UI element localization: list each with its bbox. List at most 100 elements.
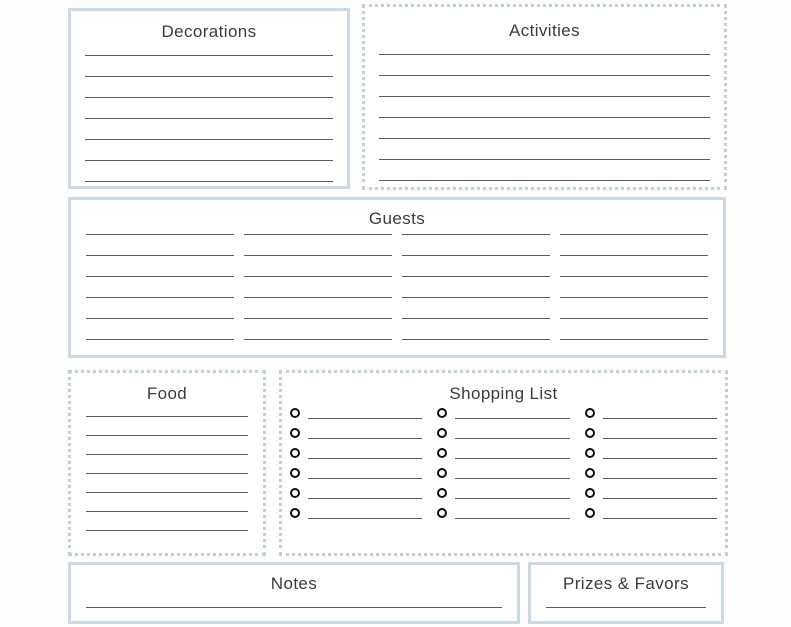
write-line[interactable] bbox=[455, 478, 570, 479]
checkbox-circle-icon[interactable] bbox=[584, 488, 595, 498]
write-line[interactable] bbox=[402, 318, 550, 319]
write-line[interactable] bbox=[86, 473, 248, 474]
write-line[interactable] bbox=[560, 276, 708, 277]
write-line[interactable] bbox=[244, 297, 392, 298]
write-line[interactable] bbox=[455, 458, 570, 459]
write-line[interactable] bbox=[308, 458, 423, 459]
write-line[interactable] bbox=[86, 511, 248, 512]
shopping-list-item bbox=[584, 507, 717, 527]
checkbox-circle-icon[interactable] bbox=[437, 428, 448, 438]
activities-title: Activities bbox=[508, 21, 581, 40]
write-line[interactable] bbox=[86, 297, 234, 298]
checkbox-circle-icon[interactable] bbox=[584, 448, 595, 458]
food-write-lines bbox=[86, 416, 248, 549]
checkbox-circle-icon[interactable] bbox=[437, 468, 448, 478]
write-line[interactable] bbox=[602, 478, 717, 479]
write-line[interactable] bbox=[308, 518, 423, 519]
checkbox-circle-icon[interactable] bbox=[290, 428, 300, 438]
write-line[interactable] bbox=[308, 478, 423, 479]
write-line[interactable] bbox=[402, 297, 550, 298]
write-line[interactable] bbox=[85, 76, 333, 77]
write-line[interactable] bbox=[560, 318, 708, 319]
write-line[interactable] bbox=[379, 54, 710, 55]
write-line[interactable] bbox=[86, 276, 234, 277]
write-line[interactable] bbox=[244, 255, 392, 256]
write-line[interactable] bbox=[455, 518, 570, 519]
write-line[interactable] bbox=[602, 458, 717, 459]
write-line[interactable] bbox=[560, 234, 708, 235]
write-line[interactable] bbox=[560, 255, 708, 256]
checkbox-circle-icon[interactable] bbox=[290, 408, 300, 418]
write-line[interactable] bbox=[86, 607, 502, 608]
write-line[interactable] bbox=[402, 255, 550, 256]
checkbox-circle-icon[interactable] bbox=[437, 408, 448, 418]
shopping-list-item bbox=[584, 487, 717, 507]
shopping-list-item bbox=[437, 507, 570, 527]
write-line[interactable] bbox=[308, 498, 423, 499]
shopping-list-item bbox=[584, 407, 717, 427]
food-title: Food bbox=[146, 384, 188, 403]
write-line[interactable] bbox=[379, 180, 710, 181]
guests-grid bbox=[86, 234, 708, 360]
activities-inner: Activities bbox=[365, 7, 724, 187]
checkbox-circle-icon[interactable] bbox=[584, 428, 595, 438]
write-line[interactable] bbox=[244, 339, 392, 340]
write-line[interactable] bbox=[402, 276, 550, 277]
write-line[interactable] bbox=[85, 160, 333, 161]
checkbox-circle-icon[interactable] bbox=[290, 488, 300, 498]
checkbox-circle-icon[interactable] bbox=[290, 508, 300, 518]
shopping-list-item bbox=[290, 487, 423, 507]
checkbox-circle-icon[interactable] bbox=[437, 488, 448, 498]
write-line[interactable] bbox=[86, 234, 234, 235]
write-line[interactable] bbox=[546, 607, 706, 608]
write-line[interactable] bbox=[402, 234, 550, 235]
write-line[interactable] bbox=[86, 530, 248, 531]
write-line[interactable] bbox=[85, 55, 333, 56]
checkbox-circle-icon[interactable] bbox=[290, 468, 300, 478]
write-line[interactable] bbox=[244, 276, 392, 277]
write-line[interactable] bbox=[379, 138, 710, 139]
write-line[interactable] bbox=[602, 418, 717, 419]
write-line[interactable] bbox=[455, 418, 570, 419]
write-line[interactable] bbox=[379, 75, 710, 76]
shopping-list-item bbox=[290, 427, 423, 447]
write-line[interactable] bbox=[86, 435, 248, 436]
write-line[interactable] bbox=[86, 318, 234, 319]
checkbox-circle-icon[interactable] bbox=[437, 508, 448, 518]
write-line[interactable] bbox=[86, 339, 234, 340]
checkbox-circle-icon[interactable] bbox=[290, 448, 300, 458]
checkbox-circle-icon[interactable] bbox=[584, 408, 595, 418]
write-line[interactable] bbox=[379, 117, 710, 118]
write-line[interactable] bbox=[85, 118, 333, 119]
section-decorations: Decorations bbox=[68, 8, 350, 189]
write-line[interactable] bbox=[602, 498, 717, 499]
shopping-list-grid bbox=[290, 407, 717, 527]
section-activities: Activities bbox=[362, 4, 727, 190]
checkbox-circle-icon[interactable] bbox=[584, 508, 595, 518]
write-line[interactable] bbox=[244, 318, 392, 319]
write-line[interactable] bbox=[602, 438, 717, 439]
write-line[interactable] bbox=[244, 234, 392, 235]
checkbox-circle-icon[interactable] bbox=[584, 468, 595, 478]
write-line[interactable] bbox=[85, 139, 333, 140]
write-line[interactable] bbox=[86, 255, 234, 256]
write-line[interactable] bbox=[402, 339, 550, 340]
write-line[interactable] bbox=[602, 518, 717, 519]
write-line[interactable] bbox=[85, 181, 333, 182]
write-line[interactable] bbox=[308, 438, 423, 439]
write-line[interactable] bbox=[86, 454, 248, 455]
write-line[interactable] bbox=[85, 97, 333, 98]
write-line[interactable] bbox=[560, 297, 708, 298]
write-line[interactable] bbox=[560, 339, 708, 340]
write-line[interactable] bbox=[86, 416, 248, 417]
write-line[interactable] bbox=[308, 418, 423, 419]
write-line[interactable] bbox=[379, 159, 710, 160]
guests-column bbox=[244, 234, 392, 360]
write-line[interactable] bbox=[379, 96, 710, 97]
shopping-list-column bbox=[290, 407, 423, 527]
write-line[interactable] bbox=[455, 438, 570, 439]
section-prizes-and-favors: Prizes & Favors bbox=[528, 562, 724, 624]
write-line[interactable] bbox=[86, 492, 248, 493]
write-line[interactable] bbox=[455, 498, 570, 499]
checkbox-circle-icon[interactable] bbox=[437, 448, 448, 458]
